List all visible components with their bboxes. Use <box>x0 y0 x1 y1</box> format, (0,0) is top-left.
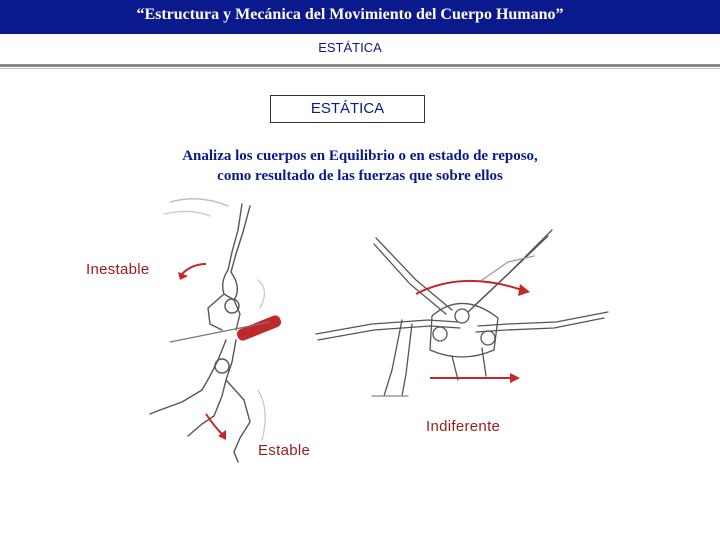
description: Analiza los cuerpos en Equilibrio o en e… <box>100 146 620 186</box>
bar-gymnast-illustration <box>149 198 282 463</box>
cartwheel-illustration <box>315 229 609 397</box>
page-title: “Estructura y Mecánica del Movimiento de… <box>136 6 564 23</box>
section-label: ESTÁTICA <box>318 40 382 55</box>
box-title: ESTÁTICA <box>270 95 425 123</box>
subheader <box>0 34 720 64</box>
description-line-2: como resultado de las fuerzas que sobre … <box>217 168 503 184</box>
label-indifferent: Indiferente <box>426 418 501 435</box>
header-bar <box>0 0 720 34</box>
label-unstable: Inestable <box>86 261 150 278</box>
divider-thin <box>0 68 720 69</box>
description-line-1: Analiza los cuerpos en Equilibrio o en e… <box>182 148 538 164</box>
label-stable: Estable <box>258 442 311 459</box>
divider <box>0 64 720 67</box>
